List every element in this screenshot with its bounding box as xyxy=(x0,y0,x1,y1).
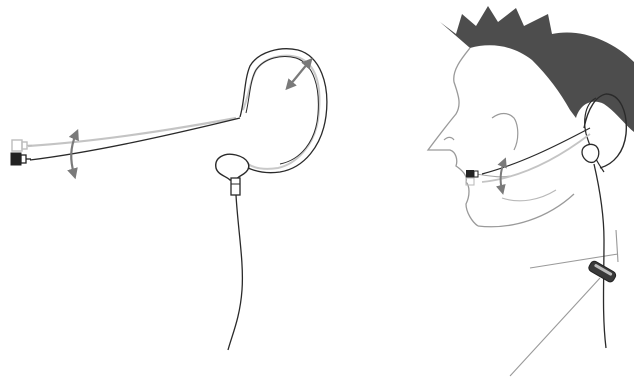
boom-arm xyxy=(30,118,240,160)
face-profile xyxy=(428,48,478,226)
earpiece-body xyxy=(216,154,249,180)
hair-shape xyxy=(440,6,634,132)
nostril xyxy=(444,137,454,140)
cable-connector xyxy=(231,178,240,195)
worn-microphone-capsule-icon xyxy=(466,170,478,185)
neck-line-front xyxy=(530,254,618,268)
mouth-line xyxy=(476,174,510,177)
cheek-line xyxy=(492,114,518,151)
worn-cable xyxy=(594,164,606,348)
worn-earpiece xyxy=(582,144,599,162)
neck-line-back xyxy=(616,230,618,262)
microphone-capsule-icon xyxy=(11,153,31,165)
chin-shadow xyxy=(502,190,556,201)
cable xyxy=(228,195,242,350)
ghost-microphone-capsule-icon xyxy=(12,140,32,151)
earset-microphone-closeup xyxy=(11,49,327,350)
earset-microphone-worn-on-head xyxy=(428,6,634,376)
collar-line xyxy=(510,278,600,376)
ear-hook-icon xyxy=(240,49,327,173)
jaw-line xyxy=(478,194,574,227)
worn-boom-adjust-arrow-icon xyxy=(501,162,504,190)
clothing-clip-icon xyxy=(587,260,617,284)
ear-hook-adjust-arrow-icon xyxy=(289,62,309,86)
worn-ghost-boom-arm xyxy=(482,134,590,182)
